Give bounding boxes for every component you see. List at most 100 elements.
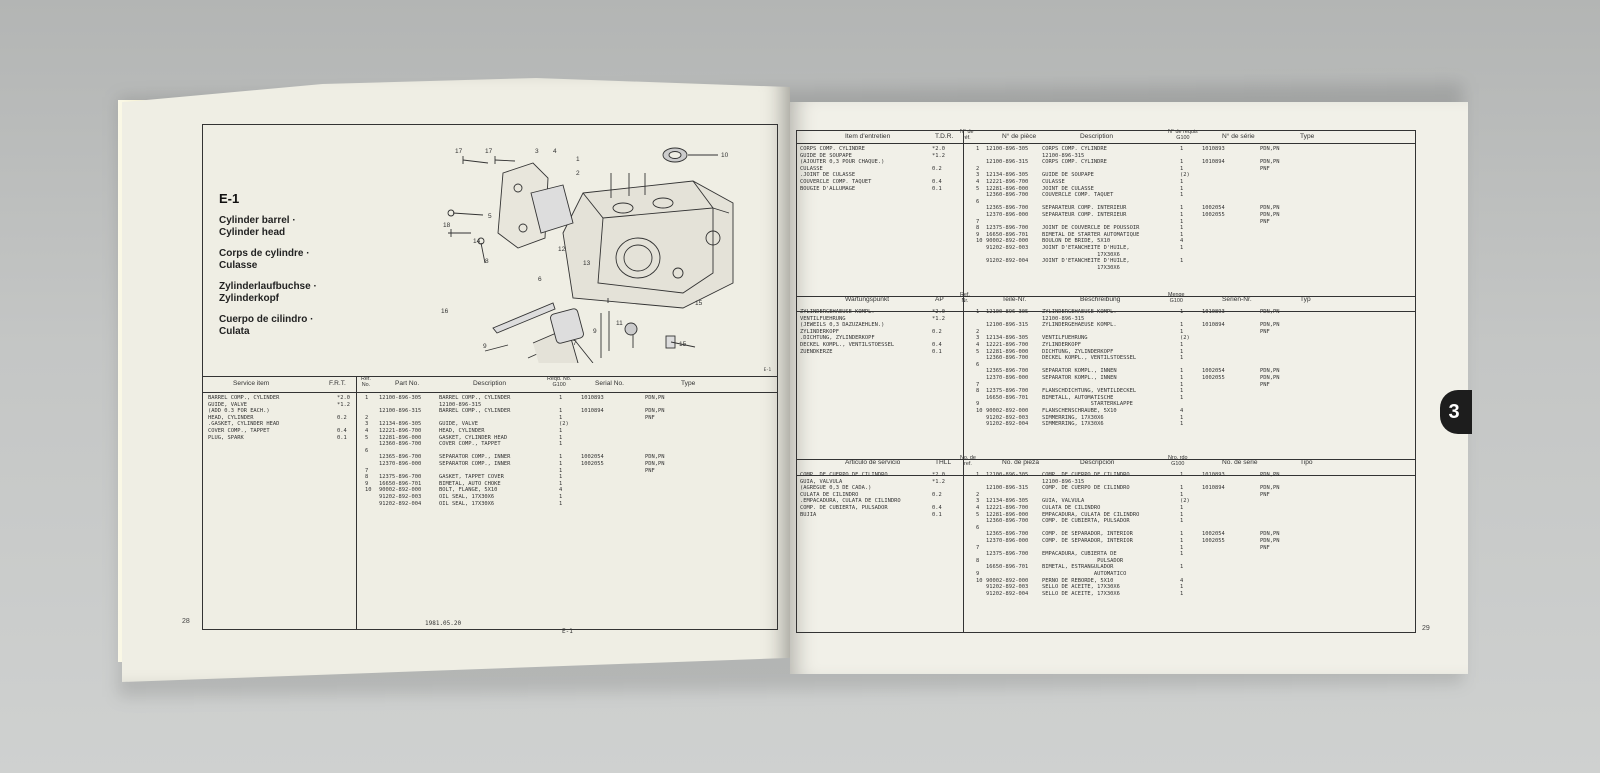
header-c8: Tipo xyxy=(1300,459,1313,466)
header-serial-no: Serial No. xyxy=(595,380,624,387)
header-ref-no: Ref. No. xyxy=(361,376,371,388)
header-c4: Teile-Nr. xyxy=(1002,296,1027,303)
header-c3: Ref. Nr. xyxy=(960,292,970,304)
header-c4: No. de pieza xyxy=(1002,459,1040,466)
type-column: PDN,PN PDN,PN PNF PDN,PN PDN,PN PNF xyxy=(645,395,665,474)
callout-label: 4 xyxy=(553,148,557,155)
header-c5: Description xyxy=(1080,133,1113,140)
description-column: COMP. DE CUERPO DE CILINDRO 12100-896-31… xyxy=(1042,472,1140,597)
callout-label: 15 xyxy=(679,341,687,348)
callout-label: 7 xyxy=(573,340,577,347)
ref-no-column: 1 2 3 4 5 6 7 8 9 10 xyxy=(365,395,372,494)
callout-label: 15 xyxy=(695,300,703,307)
ref-no-column: 1 2 3 4 5 6 7 8 9 10 xyxy=(976,472,983,584)
header-c1: Articulo de servicio xyxy=(845,459,901,466)
description-column: CORPS COMP. CYLINDRE 12100-896-315 CORPS… xyxy=(1042,146,1140,271)
side-mark: E-1 xyxy=(763,367,771,372)
chapter-tab: 3 xyxy=(1440,390,1472,434)
page-number-left: 28 xyxy=(182,618,190,625)
callout-label: 9 xyxy=(483,343,487,350)
callout-label: 2 xyxy=(576,170,580,177)
header-c7: No. de serie xyxy=(1222,459,1258,466)
callout-label: 6 xyxy=(538,276,542,283)
frt-column: *2.0 *1.2 0.2 0.4 0.1 xyxy=(337,395,350,441)
title-line: Culasse xyxy=(219,260,258,271)
title-fr: Corps de cylindre ·Culasse xyxy=(219,248,317,272)
serial-no-column: 1010893 1010894 1002054 1002055 xyxy=(1202,309,1225,381)
serial-no-column: 1010893 1010894 1002054 1002055 xyxy=(1202,146,1225,218)
callout-label: 18 xyxy=(443,222,451,229)
title-line: Cylinder barrel · xyxy=(219,215,296,226)
callout-label: 17 xyxy=(485,148,493,155)
title-en: Cylinder barrel ·Cylinder head xyxy=(219,215,317,239)
page-number-right: 29 xyxy=(1422,625,1430,632)
header-rule xyxy=(797,143,1415,144)
section-code: E-1 xyxy=(219,191,240,206)
reqd-no-column: 1 1 1 (2) 1 1 1 1 1 1 1 1 4 1 1 xyxy=(559,395,569,507)
time-column: *2.0 *1.2 0.2 0.4 0.1 xyxy=(932,309,945,355)
serial-no-column: 1010893 1010894 1002054 1002055 xyxy=(1202,472,1225,544)
header-description: Description xyxy=(473,380,506,387)
print-date: 1981.05.20 xyxy=(425,620,462,627)
header-c8: Type xyxy=(1300,133,1315,140)
title-block: Cylinder barrel ·Cylinder head Corps de … xyxy=(219,215,317,347)
header-frt: F.R.T. xyxy=(329,380,346,387)
type-column: PDN,PN PDN,PN PNF PDN,PN PDN,PN PNF xyxy=(1260,146,1280,225)
quantity-column: 1 1 1 (2) 1 1 1 1 1 1 1 1 4 1 1 xyxy=(1180,309,1190,428)
part-no-column: 12100-896-305 12100-896-315 12134-896-30… xyxy=(986,309,1029,428)
section-divider xyxy=(797,459,1415,460)
header-c3: N° de réf. xyxy=(960,129,974,141)
type-column: PDN,PN PDN,PN PNF PDN,PN PDN,PN PNF xyxy=(1260,309,1280,388)
service-items-column: BARREL COMP., CYLINDER GUIDE, VALVE (ADD… xyxy=(208,395,280,441)
title-line: Zylinderlaufbuchse · xyxy=(219,281,317,292)
header-c7: Serien-Nr. xyxy=(1222,296,1252,303)
ref-no-column: 1 2 3 4 5 6 7 8 9 10 xyxy=(976,309,983,414)
header-c2: T.D.R. xyxy=(935,133,954,140)
part-no-column: 12100-896-305 12100-896-315 12134-896-30… xyxy=(986,146,1029,265)
header-c6: Menge G100 xyxy=(1168,292,1185,304)
callout-label: 17 xyxy=(455,148,463,155)
header-c7: N° de série xyxy=(1222,133,1255,140)
callout-label: 3 xyxy=(535,148,539,155)
title-line: Zylinderkopf xyxy=(219,293,280,304)
header-c5: Descripción xyxy=(1080,459,1115,466)
title-line: Cuerpo de cilindro · xyxy=(219,314,314,325)
header-c6: N° de requis G100 xyxy=(1168,129,1198,141)
callout-label: 11 xyxy=(616,320,623,327)
left-page: E-1 Cylinder barrel ·Cylinder head Corps… xyxy=(122,78,790,682)
header-c8: Typ xyxy=(1300,296,1311,303)
time-column: *2.0 *1.2 0.2 0.4 0.1 xyxy=(932,146,945,192)
callout-label: 5 xyxy=(488,213,492,220)
header-c6: Nro. rdo G100 xyxy=(1168,455,1188,467)
description-column: ZYLINDERGEHAEUSE KOMPL. 12100-896-315 ZY… xyxy=(1042,309,1137,428)
serial-no-column: 1010893 1010894 1002054 1002055 xyxy=(581,395,604,467)
part-no-column: 12100-896-305 12100-896-315 12134-896-30… xyxy=(986,472,1029,597)
footer-code: E-1 xyxy=(562,628,573,635)
service-items-column: ZYLINDERGEHAEUSE KOMPL. VENTILFUEHRUNG (… xyxy=(800,309,895,355)
callout-label: 16 xyxy=(441,308,449,315)
title-es: Cuerpo de cilindro ·Culata xyxy=(219,314,317,338)
header-type: Type xyxy=(681,380,696,387)
header-reqd-no: Reqd. No. G100 xyxy=(547,376,572,388)
callout-label: 13 xyxy=(583,260,591,267)
header-c1: Item d'entretien xyxy=(845,133,891,140)
quantity-column: 1 1 1 (2) 1 1 1 1 1 1 1 1 4 1 1 xyxy=(1180,472,1190,597)
callout-label: 14 xyxy=(473,238,481,245)
service-items-column: CORPS COMP. CYLINDRE GUIDE DE SOUPAPE (A… xyxy=(800,146,885,192)
ref-no-column: 1 2 3 4 5 6 7 8 9 10 xyxy=(976,146,983,245)
title-line: Culata xyxy=(219,326,250,337)
callout-label: 12 xyxy=(558,246,566,253)
header-c4: N° de pièce xyxy=(1002,133,1037,140)
header-c2: AP xyxy=(935,296,944,303)
header-c3: No. de ref. xyxy=(960,455,976,467)
header-rule xyxy=(797,475,1415,476)
header-c2: THLL xyxy=(935,459,952,466)
header-rule xyxy=(797,311,1415,312)
title-line: Cylinder head xyxy=(219,227,286,238)
table-column-rule xyxy=(356,376,357,629)
service-items-column: COMP. DE CUERPO DE CILINDRO GUIA, VALVUL… xyxy=(800,472,901,518)
right-page: Item d'entretien T.D.R. N° de réf. N° de pi… xyxy=(790,102,1468,674)
header-service-item: Service item xyxy=(233,380,270,387)
type-column: PDN,PN PDN,PN PNF PDN,PN PDN,PN PNF xyxy=(1260,472,1280,551)
header-c5: Beschreibung xyxy=(1080,296,1121,303)
